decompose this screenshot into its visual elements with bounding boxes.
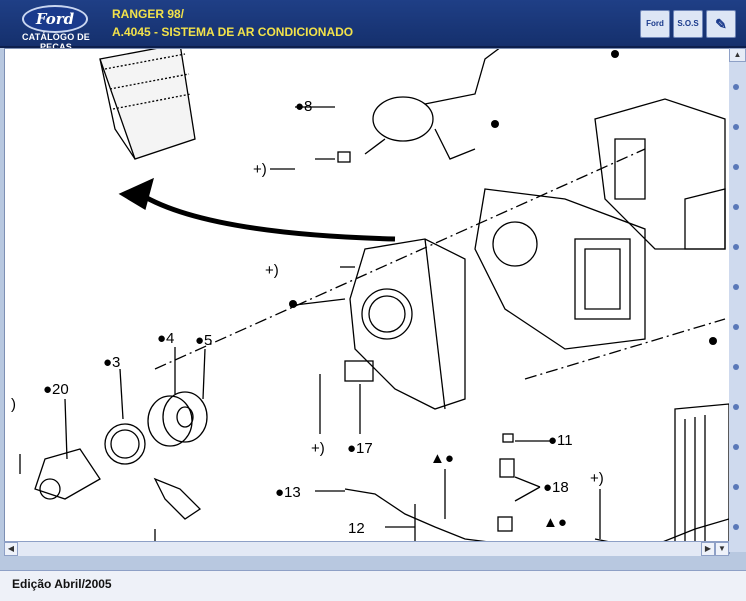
ford-home-button[interactable]: Ford bbox=[640, 10, 670, 38]
part-label-4[interactable]: ●4 bbox=[157, 330, 174, 347]
edition-label: Edição Abril/2005 bbox=[12, 577, 112, 591]
part-label-13[interactable]: ●13 bbox=[275, 484, 301, 501]
scroll-marker-icon bbox=[733, 484, 739, 490]
part-label-triangle-bottom[interactable]: ▲● bbox=[543, 514, 567, 531]
ford-logo: Ford CATÁLOGO DE PEÇAS bbox=[8, 4, 104, 52]
blower-motor-drawing bbox=[34, 448, 101, 500]
wire-harness-drawing bbox=[153, 477, 202, 520]
assembly-axis-line-2 bbox=[524, 318, 726, 380]
vacuum-actuator-drawing bbox=[337, 49, 500, 163]
scroll-up-arrow-icon[interactable]: ▲ bbox=[729, 48, 746, 62]
scroll-left-arrow-icon[interactable]: ◀ bbox=[4, 542, 18, 556]
part-label-plus-left[interactable]: ) bbox=[11, 396, 16, 413]
part-label-triangle-top[interactable]: ▲● bbox=[430, 450, 454, 467]
part-label-5[interactable]: ●5 bbox=[195, 332, 212, 349]
blower-wheel-drawing bbox=[147, 391, 208, 447]
scroll-marker-icon bbox=[733, 124, 739, 130]
section-title: A.4045 - SISTEMA DE AR CONDICIONADO bbox=[112, 25, 354, 39]
part-label-plus-top[interactable]: +) bbox=[253, 161, 267, 178]
scroll-down-arrow-icon[interactable]: ▼ bbox=[715, 542, 729, 556]
direction-arrow bbox=[138, 191, 396, 242]
scroll-right-arrow-icon[interactable]: ▶ bbox=[701, 542, 715, 556]
direction-arrow-head bbox=[118, 177, 154, 211]
ring-part-drawing bbox=[104, 423, 146, 465]
model-title: RANGER 98/ bbox=[112, 7, 185, 21]
status-footer: Edição Abril/2005 bbox=[0, 570, 746, 601]
scroll-marker-icon bbox=[733, 364, 739, 370]
scroll-marker-icon bbox=[733, 244, 739, 250]
sensor-cable-drawing bbox=[344, 488, 506, 545]
part-label-8[interactable]: ●8 bbox=[295, 98, 312, 115]
part-label-3[interactable]: ●3 bbox=[103, 354, 120, 371]
part-label-17[interactable]: ●17 bbox=[347, 440, 373, 457]
part-label-12[interactable]: 12 bbox=[348, 520, 365, 537]
part-label-11[interactable]: ●11 bbox=[548, 432, 573, 449]
hvac-case-drawing bbox=[474, 188, 646, 350]
app-header: Ford CATÁLOGO DE PEÇAS RANGER 98/ A.4045… bbox=[0, 0, 746, 52]
part-label-20[interactable]: ●20 bbox=[43, 381, 69, 398]
part-dot-housing[interactable] bbox=[289, 300, 297, 308]
diagram-viewport[interactable]: ●8 +) +) ●4 ●5 ●3 ●20 ) +) ●17 ●11 ●18 ●… bbox=[4, 48, 730, 554]
exploded-parts-diagram: ●8 +) +) ●4 ●5 ●3 ●20 ) +) ●17 ●11 ●18 ●… bbox=[11, 49, 729, 553]
scroll-marker-icon bbox=[733, 444, 739, 450]
ford-logo-oval: Ford bbox=[22, 5, 88, 33]
horizontal-scrollbar[interactable]: ◀ ▶ ▼ bbox=[4, 541, 729, 556]
scroll-marker-icon bbox=[733, 164, 739, 170]
evaporator-drawing bbox=[674, 403, 729, 553]
connector-drawing bbox=[344, 360, 374, 382]
edit-notes-button[interactable]: ✎ bbox=[706, 10, 736, 38]
scroll-marker-icon bbox=[733, 404, 739, 410]
scroll-marker-icon bbox=[733, 84, 739, 90]
scroll-marker-icon bbox=[733, 204, 739, 210]
part-label-plus-right[interactable]: +) bbox=[590, 470, 604, 487]
part-dot-case[interactable] bbox=[491, 120, 499, 128]
cabin-filter-drawing bbox=[99, 49, 196, 160]
scroll-marker-icon bbox=[733, 284, 739, 290]
part-label-plus-17[interactable]: +) bbox=[311, 440, 325, 457]
part-label-18[interactable]: ●18 bbox=[543, 479, 569, 496]
upper-case-drawing bbox=[594, 98, 726, 250]
part-dot-upper[interactable] bbox=[611, 50, 619, 58]
sensor-drawing bbox=[497, 433, 515, 532]
page-title: RANGER 98/ A.4045 - SISTEMA DE AR CONDIC… bbox=[112, 5, 353, 41]
catalog-subtitle: CATÁLOGO DE PEÇAS bbox=[21, 32, 91, 52]
scroll-marker-icon bbox=[733, 524, 739, 530]
sos-catalog-button[interactable]: S.O.S bbox=[673, 10, 703, 38]
part-dot-evaporator[interactable] bbox=[709, 337, 717, 345]
vertical-scrollbar[interactable]: ▲ bbox=[729, 48, 746, 552]
part-label-plus-mid[interactable]: +) bbox=[265, 262, 279, 279]
assembly-axis-line bbox=[154, 148, 646, 370]
scroll-marker-icon bbox=[733, 324, 739, 330]
blower-housing-drawing bbox=[349, 238, 466, 410]
